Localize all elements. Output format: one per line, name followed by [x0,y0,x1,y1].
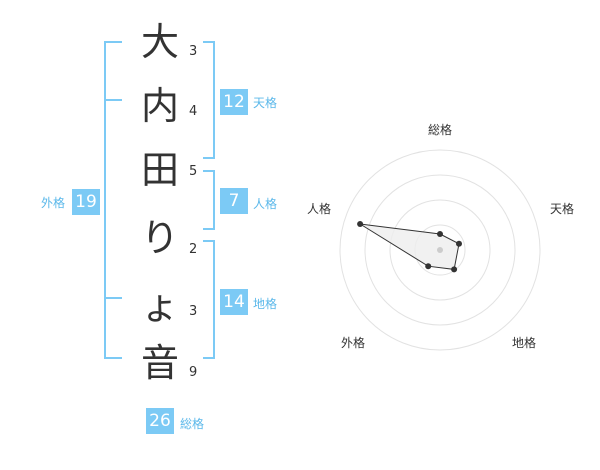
radar-point-5 [357,221,364,227]
name-char-1: 大 [140,20,179,64]
stroke-count-3: 5 [189,164,198,179]
tenkaku-value: 12 [220,89,248,115]
radar-ring [364,174,516,326]
name-char-2: 内 [140,84,179,128]
radar-label-tenkaku: 天格 [549,202,574,216]
stroke-count-6: 9 [189,365,198,380]
radar-label-chikaku: 地格 [511,336,536,350]
tenkaku-label: 天格 [253,96,278,110]
radar-label-gaikaku: 外格 [340,336,365,350]
name-char-5: ょ [140,284,179,328]
radar-point-1 [437,231,443,237]
chikaku-label: 地格 [253,297,278,311]
radar-ring [339,149,541,351]
radar-point-4 [425,263,432,270]
radar-point-3 [451,266,458,273]
stroke-count-2: 4 [189,104,198,119]
radar-center-dot [437,247,443,253]
name-char-4: り [140,216,179,260]
gaikaku-value: 19 [72,189,100,215]
fortune-radar-chart [339,149,541,351]
stroke-count-1: 3 [189,44,198,59]
soukaku-label: 総格 [180,417,205,431]
jinkaku-label: 人格 [253,197,278,211]
jinkaku-value: 7 [220,188,248,214]
radar-ring [389,199,491,301]
radar-point-2 [456,240,462,247]
stroke-count-5: 3 [189,304,198,319]
gaikaku-label: 外格 [41,196,66,210]
radar-label-jinkaku: 人格 [306,202,331,216]
radar-label-soukaku: 総格 [427,123,452,137]
name-char-6: 音 [140,341,179,385]
soukaku-value: 26 [146,408,174,434]
radar-shape [359,223,460,270]
name-char-3: 田 [140,148,179,192]
chikaku-value: 14 [220,289,248,315]
stroke-count-4: 2 [189,242,198,257]
